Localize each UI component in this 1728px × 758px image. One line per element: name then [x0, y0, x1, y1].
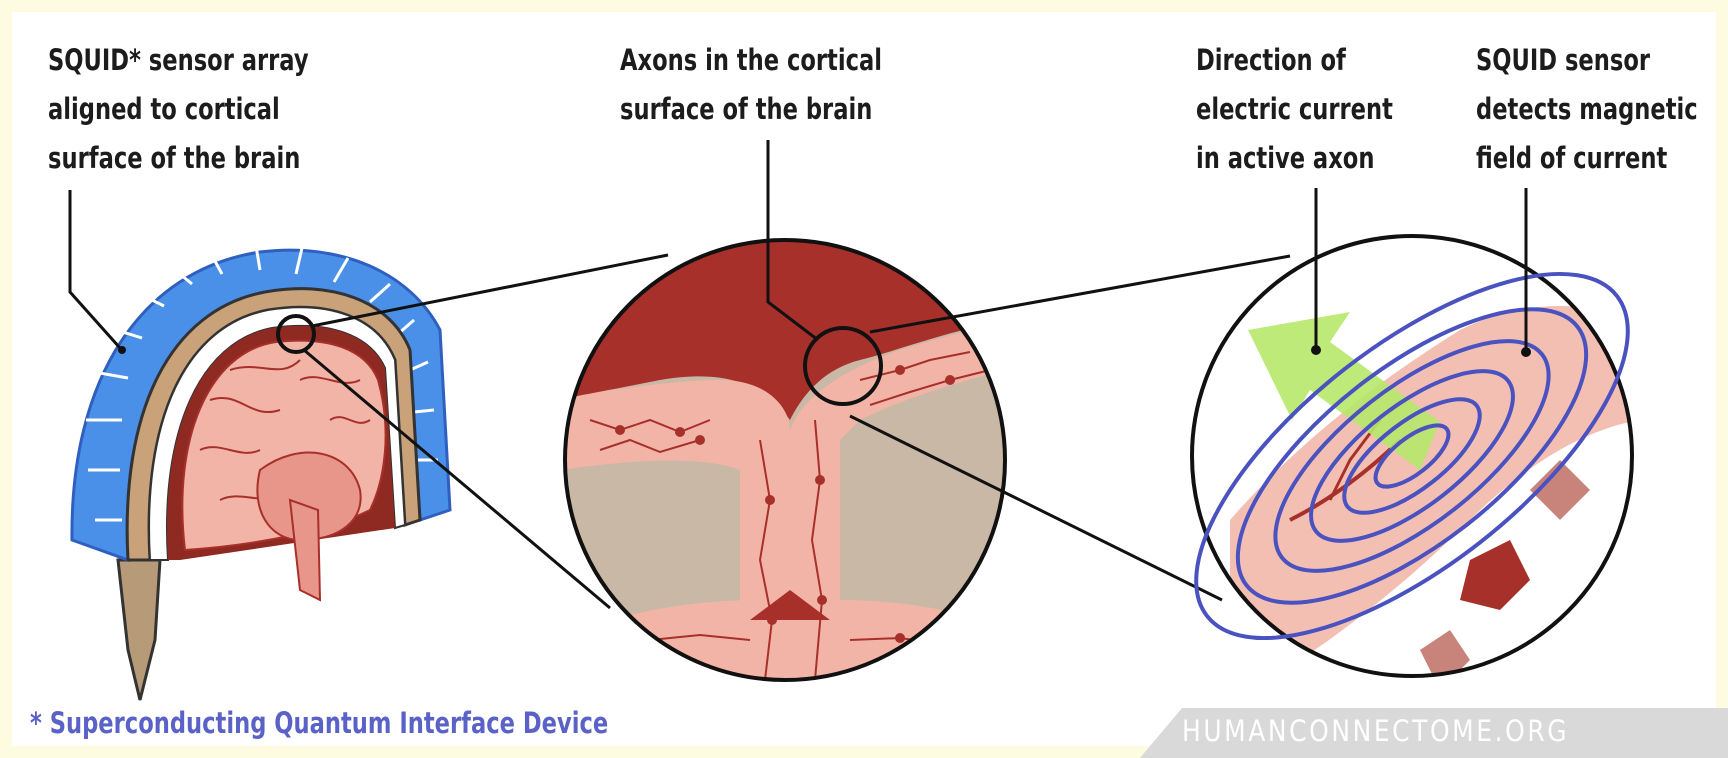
label-line: surface of the brain [48, 134, 309, 183]
squid-sensor-array-illustration [70, 190, 450, 700]
label-line: Direction of [1196, 36, 1393, 85]
label-line: SQUID* sensor array [48, 36, 309, 85]
label-line: field of current [1476, 134, 1698, 183]
label-line: in active axon [1196, 134, 1393, 183]
label-line: surface of the brain [620, 85, 882, 134]
label-line: electric current [1196, 85, 1393, 134]
watermark: HUMANCONNECTOME.ORG [1182, 714, 1569, 748]
label-sensor-detects: SQUID sensor detects magnetic field of c… [1476, 36, 1698, 183]
label-line: aligned to cortical [48, 85, 309, 134]
label-sensor-array: SQUID* sensor array aligned to cortical … [48, 36, 309, 183]
footnote: * Superconducting Quantum Interface Devi… [30, 706, 608, 740]
label-line: detects magnetic [1476, 85, 1698, 134]
label-line: Axons in the cortical [620, 36, 882, 85]
magnetic-field-circle [1139, 188, 1684, 703]
label-current-direction: Direction of electric current in active … [1196, 36, 1393, 183]
label-axons: Axons in the cortical surface of the bra… [620, 36, 882, 134]
cortex-magnified-circle [560, 140, 1010, 700]
label-line: SQUID sensor [1476, 36, 1698, 85]
